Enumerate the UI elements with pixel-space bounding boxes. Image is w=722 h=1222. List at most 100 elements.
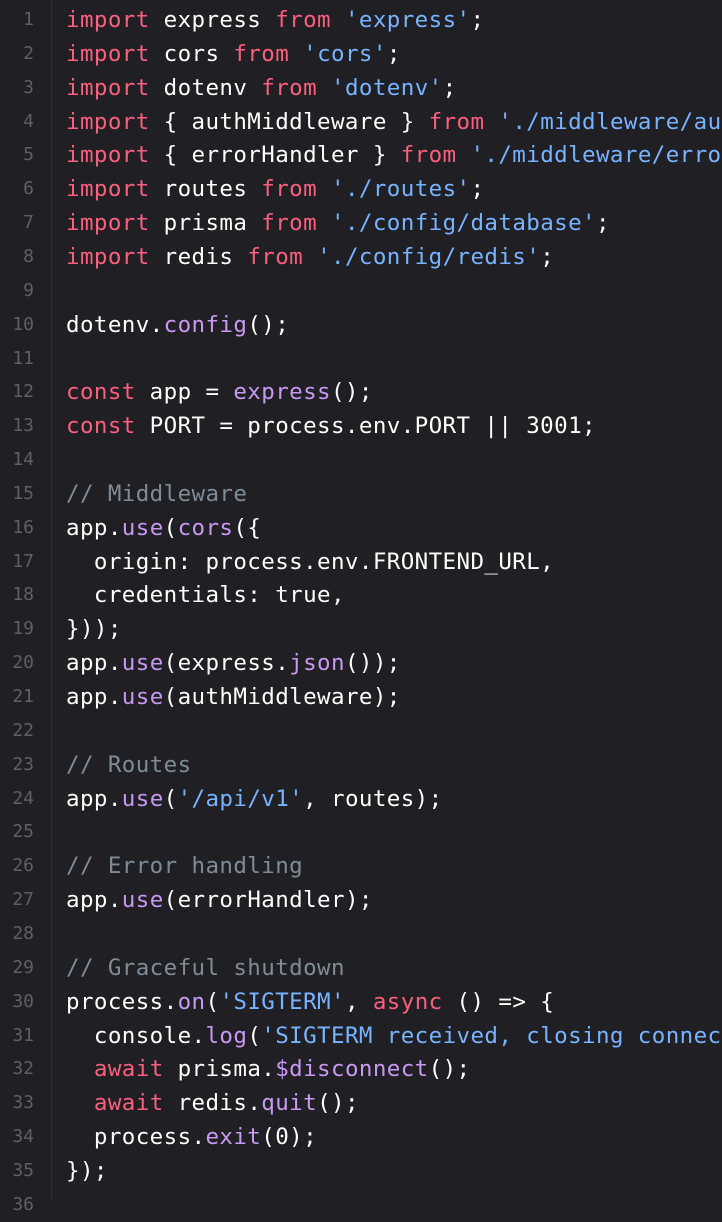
code-line[interactable]: 14 — [0, 443, 719, 477]
code-token: './config/database' — [331, 210, 596, 237]
code-line[interactable]: 32 await prisma.$disconnect(); — [0, 1052, 719, 1086]
code-line[interactable]: 23// Routes — [0, 748, 719, 782]
code-token: dotenv — [149, 74, 262, 101]
code-token: 'SIGTERM received, closing connec — [261, 1022, 722, 1049]
code-text: }); — [66, 1154, 108, 1188]
code-token: cors — [149, 40, 234, 67]
code-token: from — [261, 210, 318, 237]
code-token: ( — [205, 988, 220, 1015]
code-line[interactable]: 36 — [0, 1188, 719, 1222]
line-number: 3 — [23, 76, 34, 98]
code-line[interactable]: 9 — [0, 274, 719, 308]
line-number: 24 — [12, 787, 34, 809]
code-token: dotenv. — [66, 311, 164, 338]
code-token: redis — [149, 243, 248, 270]
code-token: 'dotenv' — [331, 74, 443, 101]
line-number: 20 — [12, 652, 34, 674]
code-line[interactable]: 17 origin: process.env.FRONTEND_URL, — [0, 545, 719, 579]
line-number: 11 — [12, 347, 34, 369]
code-token: (authMiddleware); — [163, 684, 401, 710]
code-line[interactable]: 34 process.exit(0); — [0, 1120, 719, 1154]
code-text: console.log('SIGTERM received, closing c… — [66, 1019, 722, 1053]
code-line[interactable]: 19})); — [0, 612, 719, 646]
code-line[interactable]: 24 app.use('/api/v1', routes); — [0, 782, 719, 816]
code-text: app.use(authMiddleware); — [66, 680, 401, 714]
code-token: import — [66, 74, 150, 101]
line-number: 35 — [12, 1159, 34, 1181]
code-token: 'cors' — [303, 40, 387, 67]
code-text: // Middleware — [66, 477, 247, 511]
code-token: routes — [149, 176, 262, 203]
code-token: import — [66, 243, 150, 270]
code-token: process. — [66, 1124, 206, 1151]
code-token: ( — [247, 1022, 262, 1049]
code-text: import { authMiddleware } from './middle… — [66, 105, 722, 139]
code-token: './middleware/erro — [470, 142, 722, 169]
code-line[interactable]: 26// Error handling — [0, 849, 719, 883]
code-token: , — [344, 988, 373, 1015]
code-token: import — [66, 142, 150, 169]
line-number: 30 — [12, 990, 34, 1012]
code-token: await — [93, 1090, 164, 1117]
code-token: from — [428, 108, 485, 135]
code-line[interactable]: 13 const PORT = process.env.PORT || 3001; — [0, 409, 719, 443]
code-token: PORT = process.env.PORT || 3001; — [135, 413, 596, 440]
code-text: app.use(cors({ — [66, 511, 261, 545]
code-token: app. — [66, 684, 122, 710]
code-line[interactable]: 25 — [0, 815, 719, 849]
code-token: await — [93, 1056, 164, 1083]
code-token: from — [275, 7, 331, 33]
code-line[interactable]: 15// Middleware — [0, 477, 719, 511]
code-text: app.use('/api/v1', routes); — [66, 782, 443, 816]
code-token: import — [66, 108, 150, 135]
code-token: // Middleware — [66, 480, 248, 507]
code-token: const — [66, 413, 136, 440]
line-number: 18 — [12, 584, 34, 606]
code-line[interactable]: 35}); — [0, 1154, 719, 1188]
code-token: process. — [66, 988, 178, 1015]
code-token: (); — [317, 1090, 359, 1117]
code-text: await prisma.$disconnect(); — [66, 1052, 470, 1086]
line-number: 14 — [12, 449, 34, 471]
code-line[interactable]: 33 await redis.quit(); — [0, 1086, 719, 1120]
code-token: origin: process.env.FRONTEND_URL, — [66, 548, 555, 575]
line-number: 22 — [12, 719, 34, 741]
code-line[interactable]: 28 — [0, 917, 719, 951]
code-token: use — [121, 650, 164, 677]
code-token: config — [163, 311, 248, 338]
code-line[interactable]: 29// Graceful shutdown — [0, 951, 719, 985]
line-number: 29 — [12, 956, 34, 978]
code-token: async — [372, 988, 443, 1015]
line-number: 28 — [12, 922, 34, 944]
line-number: 7 — [23, 212, 34, 234]
code-token: { errorHandler } — [149, 142, 401, 169]
code-token: './routes' — [331, 176, 471, 203]
code-token: ; — [540, 243, 555, 270]
code-line[interactable]: 22 — [0, 714, 719, 748]
code-text: await redis.quit(); — [66, 1086, 359, 1120]
line-number: 13 — [12, 415, 34, 437]
code-line[interactable]: 11 — [0, 342, 719, 376]
code-token: use — [121, 684, 164, 710]
code-line[interactable]: 31 console.log('SIGTERM received, closin… — [0, 1019, 722, 1053]
code-token: import — [66, 7, 150, 33]
code-line[interactable]: 18 credentials: true, — [0, 578, 719, 612]
code-token: { authMiddleware } — [149, 108, 429, 135]
code-token: from — [233, 40, 290, 67]
